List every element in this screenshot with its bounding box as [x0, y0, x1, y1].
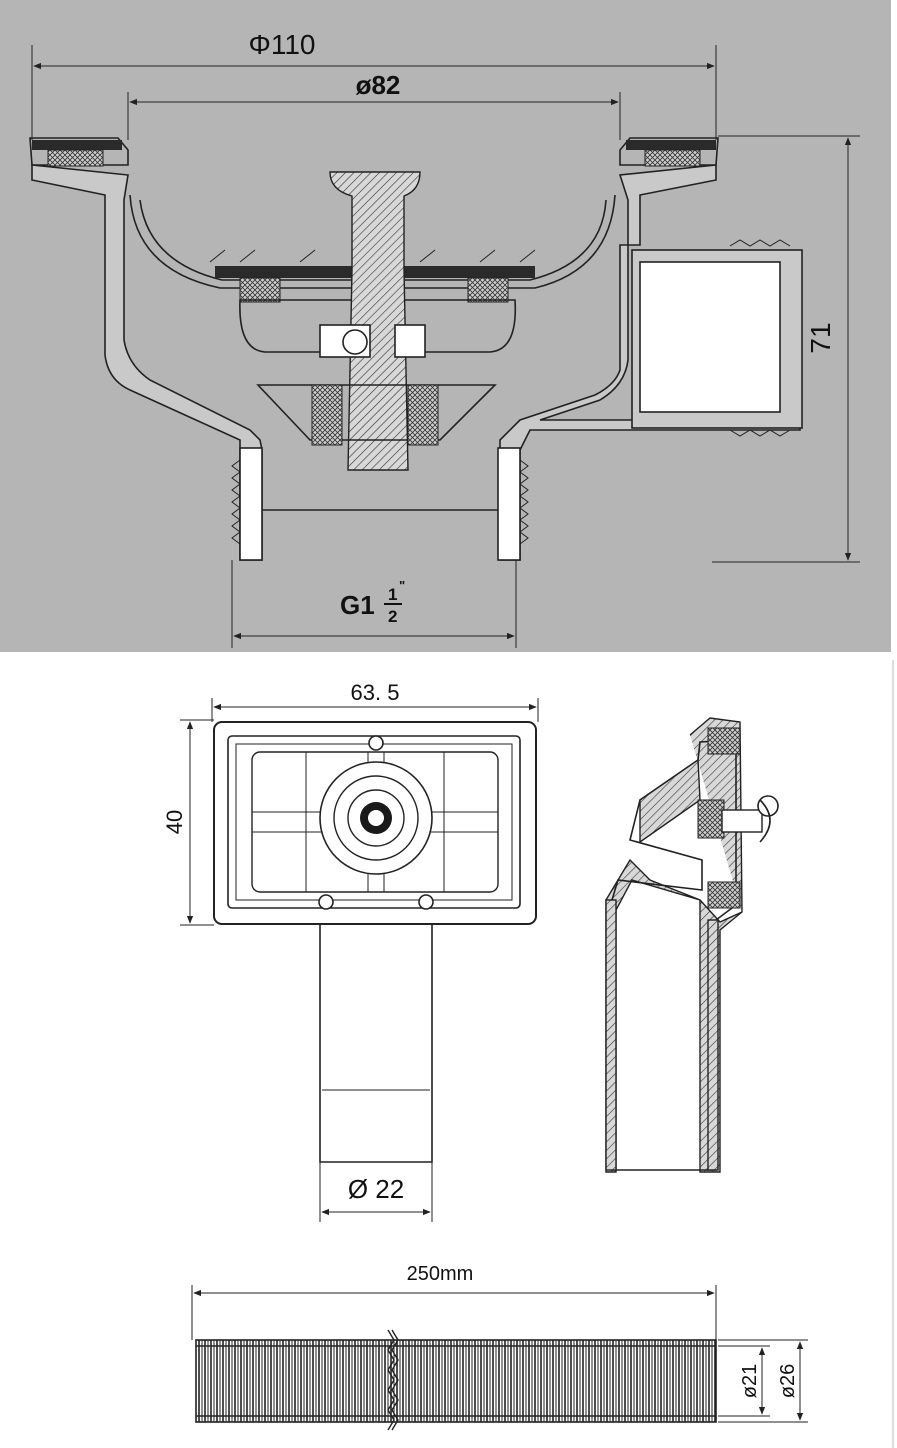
- hose-outer-diameter-label: ø26: [777, 1364, 799, 1398]
- pipe-diameter-label: Ø 22: [348, 1174, 404, 1204]
- sink-strainer-section-view: Φ110 ø82 71: [0, 0, 891, 652]
- cover-height-dimension: 40: [162, 719, 214, 926]
- hose-outer-diameter-dimension: ø26: [718, 1339, 808, 1423]
- threaded-tail: [231, 447, 529, 561]
- thread-label-numerator: 1: [388, 585, 397, 604]
- pipe-diameter-dimension: Ø 22: [319, 1162, 433, 1222]
- cover-width-label: 63. 5: [351, 680, 400, 705]
- overflow-cover-front-view: 63. 5 40: [162, 660, 894, 1448]
- overflow-side-section-view: [605, 717, 779, 1173]
- hose-inner-diameter-dimension: ø21: [718, 1345, 770, 1417]
- thread-dimension: G1 1 " 2: [231, 560, 517, 648]
- hose-length-label: 250mm: [407, 1263, 474, 1285]
- thread-label-base: G1: [340, 590, 375, 620]
- basket-diameter-dimension: ø82: [127, 70, 621, 140]
- hose-length-dimension: 250mm: [191, 1263, 717, 1340]
- lower-nut: [256, 384, 497, 446]
- thread-label-inch-mark: ": [399, 578, 405, 593]
- basket-diameter-label: ø82: [356, 70, 401, 100]
- thread-label-denominator: 2: [388, 607, 397, 626]
- cover-height-label: 40: [162, 810, 187, 834]
- sink-rim: [29, 137, 719, 167]
- outer-diameter-dimension: Φ110: [31, 29, 717, 140]
- outer-diameter-label: Φ110: [249, 29, 316, 60]
- hose-inner-diameter-label: ø21: [739, 1364, 761, 1398]
- corrugated-hose-view: 250mm ø21 ø26: [191, 1263, 808, 1431]
- cover-width-dimension: 63. 5: [211, 680, 539, 722]
- stopper-post: [319, 171, 426, 471]
- strainer-body: [31, 164, 803, 561]
- height-dimension: 71: [712, 135, 860, 563]
- height-label: 71: [805, 322, 836, 353]
